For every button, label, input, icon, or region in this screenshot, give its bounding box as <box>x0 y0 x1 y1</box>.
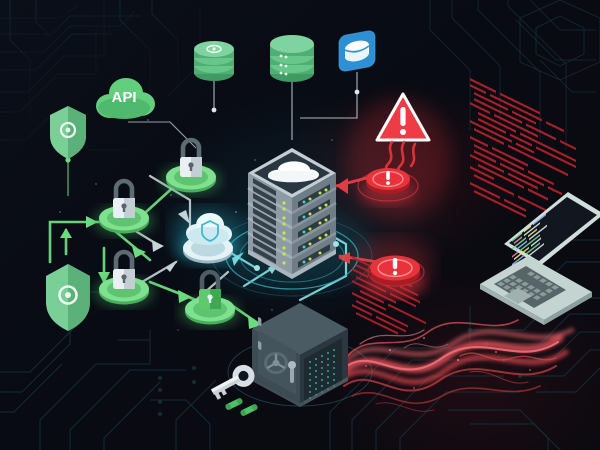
api-cloud-label: API <box>111 89 136 106</box>
flow-api-to-lock1 <box>128 121 197 149</box>
flow-db-to-server <box>213 72 358 140</box>
flow-green-route <box>48 170 270 332</box>
flow-arrow-red <box>336 178 350 264</box>
connector-dot <box>354 89 360 95</box>
flow-red-route <box>334 174 380 264</box>
flow-white-route <box>122 174 230 302</box>
flow-arrow-white <box>152 210 190 272</box>
connector-dot <box>211 107 217 113</box>
flow-arrow-cyan <box>232 234 332 274</box>
flow-arrow-green <box>60 176 262 329</box>
flow-cyan-route <box>224 226 348 302</box>
